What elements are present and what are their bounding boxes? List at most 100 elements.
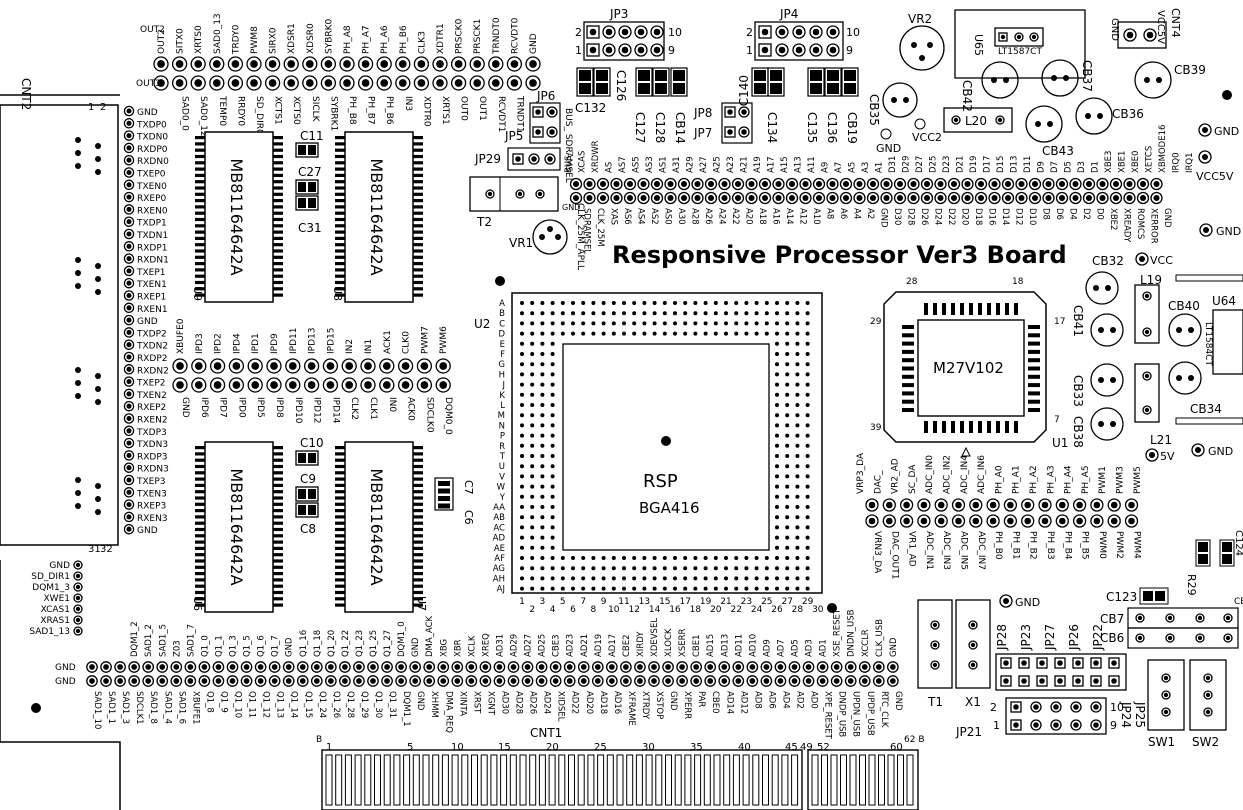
pad-hole — [1076, 501, 1083, 509]
cnt2-pin-column: GNDTXDP0TXDN0RXDP0RXDN0TXEP0TXEN0RXEP0RX… — [123, 105, 169, 536]
pad-hole — [126, 231, 132, 237]
pin-pad — [73, 582, 83, 592]
pad-hole — [126, 379, 132, 385]
pad-hole — [833, 664, 840, 670]
pad-hole — [343, 60, 351, 68]
net-label: VCC2 — [912, 131, 942, 144]
jumper-pad — [618, 25, 632, 39]
bga-col-label: 2 — [529, 605, 535, 615]
bga-row-label: C — [499, 319, 505, 329]
bga-col-label: 16 — [669, 605, 681, 615]
pin-number: 2 — [746, 26, 753, 39]
pad-hole — [251, 381, 260, 389]
pin-pad — [123, 216, 135, 227]
header-pad — [379, 377, 395, 393]
addr-pin-label: D26 — [919, 208, 929, 225]
pad-hole — [324, 79, 333, 87]
pad-hole — [955, 501, 962, 509]
header-pad — [731, 191, 745, 205]
bottom-pin-label: XDEVSEL — [650, 618, 660, 657]
component-label: SW1 — [1148, 735, 1175, 749]
addr-pin-label: XETCS — [1145, 146, 1155, 173]
pad-hole — [126, 268, 132, 274]
pin-number: 39 — [870, 423, 882, 433]
jumper-pad — [634, 43, 648, 57]
jumper-pad — [586, 43, 600, 57]
bga-col-label: 28 — [792, 605, 804, 615]
jumper-pad — [1090, 701, 1102, 713]
pin-pad — [123, 191, 135, 203]
pad-hole — [1139, 180, 1147, 188]
pad-hole — [1093, 722, 1099, 728]
jumper-pad — [1108, 675, 1120, 687]
cap-pad — [1223, 613, 1233, 623]
mid-pin-label: IPD0 — [236, 397, 246, 418]
jumper-pad — [1090, 675, 1102, 687]
pad-hole — [802, 194, 809, 202]
cap-label: CB37 — [1080, 60, 1094, 92]
pad-hole — [126, 489, 132, 495]
header-pad — [100, 675, 112, 687]
header-pad — [357, 56, 374, 72]
header-pad — [190, 75, 206, 91]
header-pad — [339, 675, 351, 687]
bottom-pin-label: XBUFE1 — [190, 691, 200, 725]
addr-pin-label: XBE2 — [1108, 208, 1118, 230]
connector-hole — [95, 399, 101, 405]
bottom-pin-label: Q1_18 — [313, 630, 323, 657]
pin-pad — [123, 241, 135, 252]
header-pad — [212, 661, 225, 673]
pad-hole — [1163, 692, 1169, 698]
pad-hole — [370, 664, 376, 670]
header-pad — [322, 358, 339, 374]
out3-label: OUT3 — [136, 79, 161, 89]
right-pin-label: DAC_ — [873, 470, 883, 494]
pad-hole — [937, 194, 944, 202]
pad-hole — [613, 194, 620, 202]
bottom-pin-label: CBE2 — [622, 634, 632, 657]
header-pad — [886, 675, 899, 687]
cnt2-pin-label: RXEN0 — [137, 206, 168, 216]
header-pad — [142, 661, 155, 673]
pad-hole — [1007, 501, 1014, 509]
header-pad — [296, 661, 309, 673]
jumper-pad — [634, 25, 648, 39]
cap-label: CB34 — [1190, 402, 1222, 416]
cap-label: CB39 — [1174, 63, 1206, 77]
bottom-pin-label: Q1_24 — [317, 691, 327, 718]
pad-hole — [126, 428, 132, 434]
pad-hole — [910, 194, 917, 202]
bottom-pin-label: Q1_12 — [261, 691, 271, 718]
mid-pin-label: PWM7 — [420, 326, 430, 354]
addr-pin-label: D29 — [902, 156, 912, 173]
cnt2-pin-label: TXDP0 — [136, 120, 167, 130]
pad-hole — [1167, 635, 1173, 641]
header-pad — [866, 177, 880, 191]
connector-hole — [95, 483, 101, 489]
pad-hole — [1099, 180, 1106, 188]
pad-hole — [1167, 615, 1173, 621]
right-pin-label: VRP3_DA — [856, 452, 866, 494]
jumper-pad — [792, 25, 806, 39]
addr-pin-label: A4 — [852, 208, 862, 219]
top-pin-label: SAD0_12 — [198, 96, 208, 137]
pad-hole — [1076, 517, 1083, 525]
bottom-pin-label: AD11 — [734, 634, 744, 657]
left-pin-label: XCAS1 — [41, 605, 70, 615]
header-pad — [507, 661, 520, 673]
jumper-pad — [485, 189, 495, 199]
header-pad — [114, 675, 126, 687]
bottom-pin-label: AD31 — [495, 634, 505, 657]
pad-hole — [679, 678, 685, 684]
pad-hole — [1093, 501, 1101, 509]
header-pad — [1072, 514, 1087, 528]
pad-hole — [665, 678, 671, 684]
header-pad — [899, 498, 914, 512]
jumper-label: JP3 — [609, 7, 628, 21]
mid-pin-label: XBUFE0 — [176, 318, 186, 354]
jumper-label: JP8 — [693, 106, 712, 120]
bottom-pin-label: RTC_CLK — [879, 691, 889, 728]
header-pad — [1021, 514, 1035, 528]
